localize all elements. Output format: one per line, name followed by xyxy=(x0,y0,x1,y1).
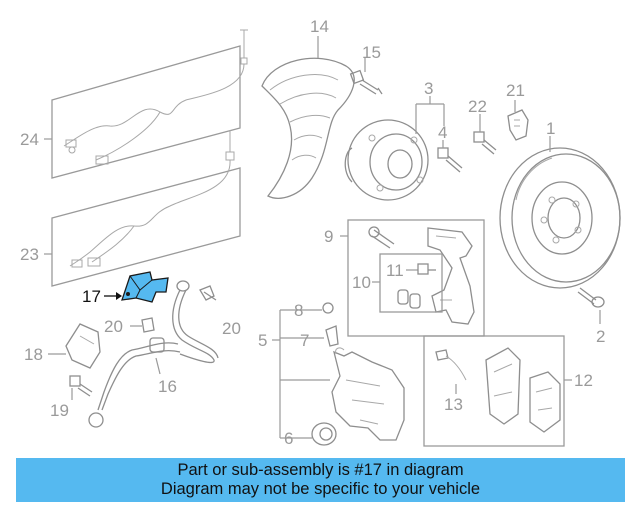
callout-23: 23 xyxy=(20,245,39,264)
callout-9: 9 xyxy=(324,227,333,246)
carrier-bracket-group xyxy=(347,219,485,337)
hub-bolt-4 xyxy=(437,147,463,173)
callout-13: 13 xyxy=(444,395,463,414)
guide-bolt xyxy=(368,226,395,249)
caption-bar: Part or sub-assembly is #17 in diagram D… xyxy=(16,458,625,502)
bolt-22 xyxy=(473,131,497,155)
callout-20a: 20 xyxy=(104,317,123,336)
bracket-18 xyxy=(65,323,101,369)
screw-2 xyxy=(577,287,605,308)
callout-16: 16 xyxy=(158,377,177,396)
callout-22: 22 xyxy=(468,97,487,116)
brake-pad-set xyxy=(423,335,565,447)
callout-7: 7 xyxy=(300,331,309,350)
guide-pin-11 xyxy=(417,263,436,275)
callout-12: 12 xyxy=(574,371,593,390)
callout-17: 17 xyxy=(82,287,101,306)
callout-19: 19 xyxy=(50,401,69,420)
bleeder-7 xyxy=(325,325,339,347)
callout-18: 18 xyxy=(24,345,43,364)
callout-8: 8 xyxy=(294,301,303,320)
callout-3: 3 xyxy=(424,79,433,98)
callout-24: 24 xyxy=(20,130,39,149)
brake-rotor xyxy=(499,147,621,289)
wear-sensor-wire-23 xyxy=(51,130,241,287)
inner-brake-pad xyxy=(485,347,521,425)
brake-caliper xyxy=(331,347,405,441)
clip-20-upper xyxy=(199,285,217,301)
callout-15: 15 xyxy=(362,43,381,62)
cap-8 xyxy=(322,302,334,314)
brake-hose xyxy=(88,280,219,428)
sensor-21 xyxy=(507,109,529,141)
splash-shield xyxy=(261,57,355,199)
clip-20-lower xyxy=(141,317,155,333)
callout-14: 14 xyxy=(310,17,329,36)
highlighted-part-17[interactable] xyxy=(121,271,169,303)
caption-line-1: Part or sub-assembly is #17 in diagram xyxy=(177,461,464,479)
caliper-carrier-bracket xyxy=(427,227,475,325)
callout-4: 4 xyxy=(438,123,447,142)
piston-seal-6 xyxy=(311,422,337,446)
callout-21: 21 xyxy=(506,81,525,100)
callout-1: 1 xyxy=(546,119,555,138)
callout-6: 6 xyxy=(284,429,293,448)
bolt-15 xyxy=(349,69,383,95)
callout-10: 10 xyxy=(352,273,371,292)
callout-5: 5 xyxy=(258,331,267,350)
bolt-19 xyxy=(69,375,93,397)
callout-20b: 20 xyxy=(222,319,241,338)
wear-sensor-wire-24 xyxy=(51,29,248,179)
guide-pin-kit xyxy=(379,253,443,313)
caption-line-2: Diagram may not be specific to your vehi… xyxy=(160,480,481,498)
wheel-hub xyxy=(344,119,429,201)
outer-brake-pad xyxy=(529,371,561,433)
pad-wear-sensor-13 xyxy=(435,349,467,381)
bushings xyxy=(397,289,421,309)
callout-2: 2 xyxy=(596,327,605,346)
callout-11: 11 xyxy=(386,261,404,280)
